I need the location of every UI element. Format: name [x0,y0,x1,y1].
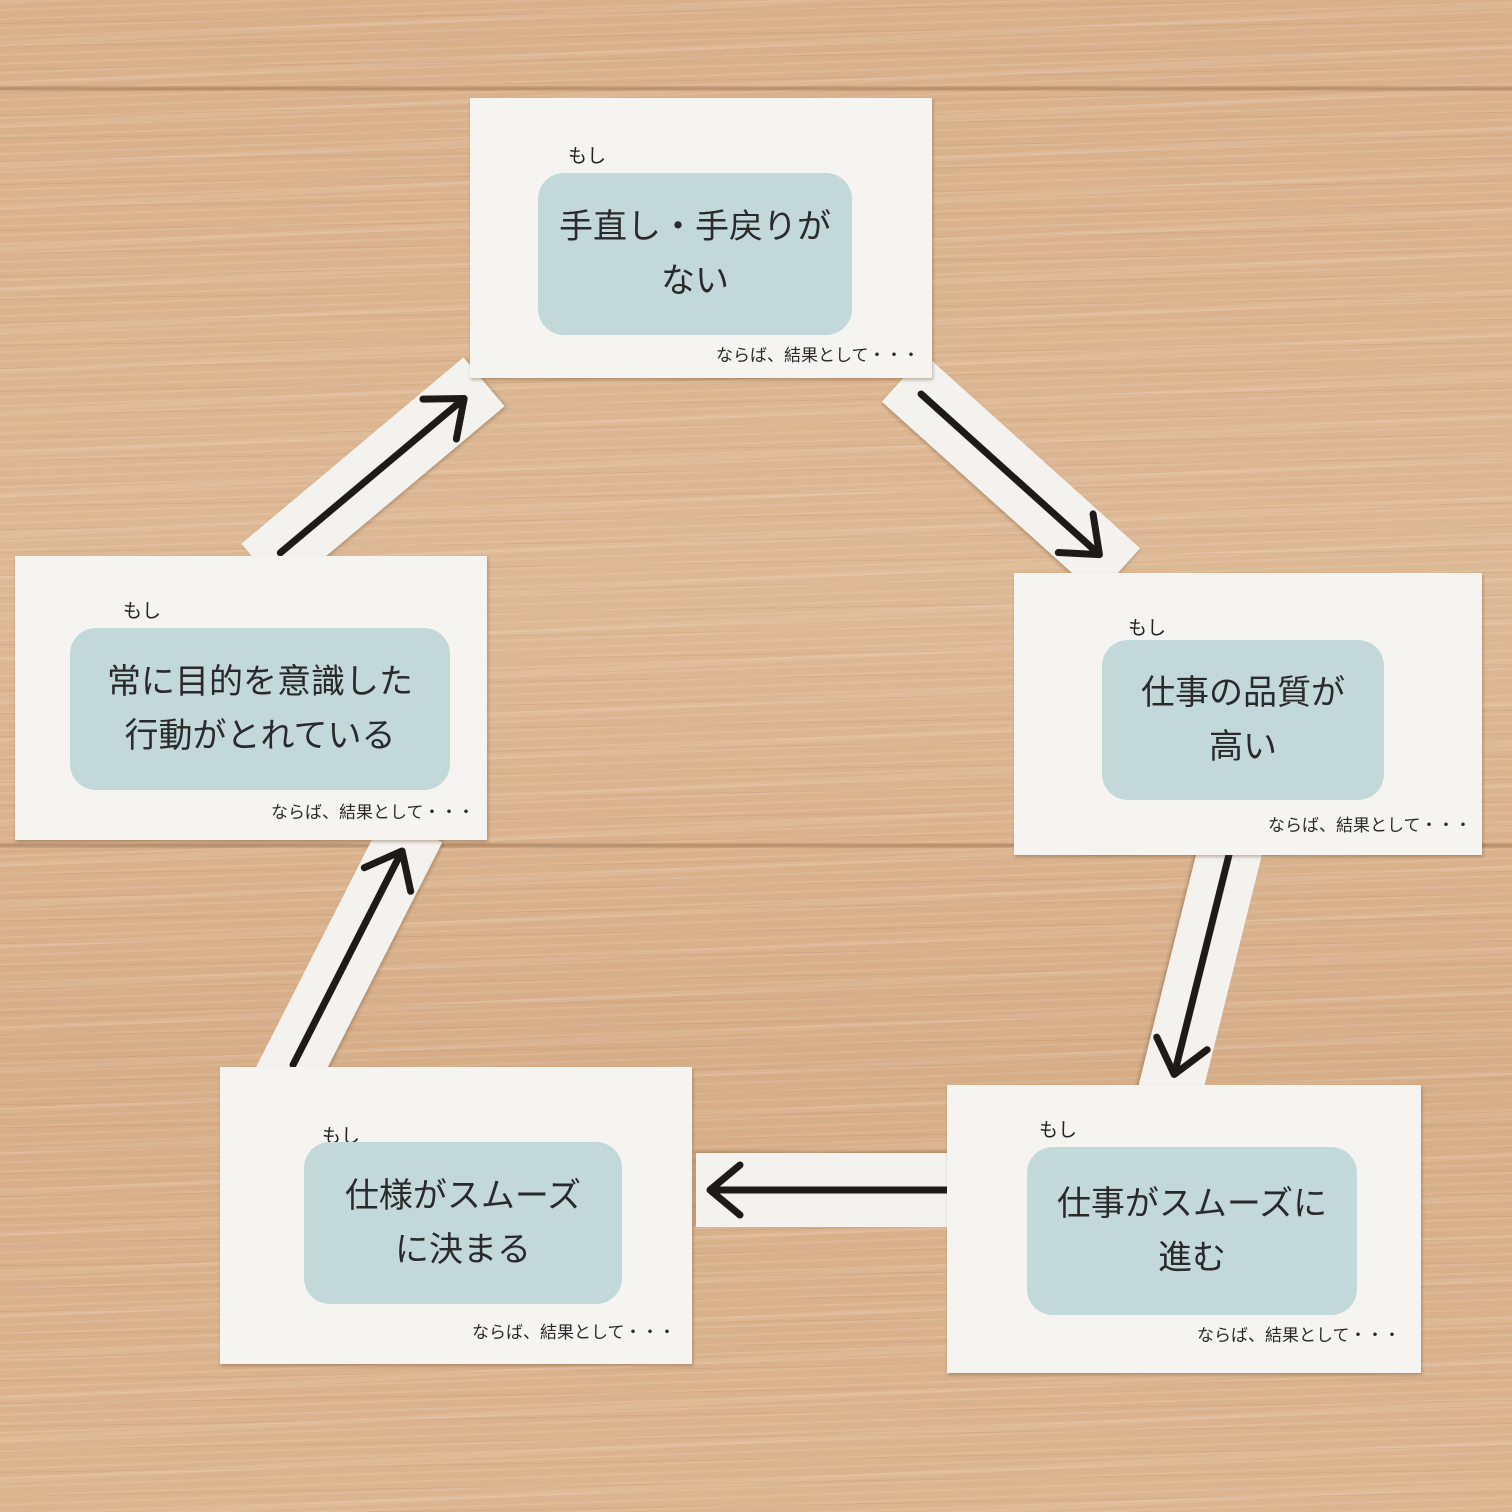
statement-line: 手直し・手戻りが [559,207,831,247]
statement-line: 仕事の品質が [1141,673,1345,713]
card-bottom-right: もし 仕事がスムーズに 進む ならば、結果として・・・ [947,1085,1421,1373]
card-left: もし 常に目的を意識した 行動がとれている ならば、結果として・・・ [15,556,487,840]
card-prefix: もし [322,1125,361,1147]
statement-line: 進む [1158,1238,1226,1278]
card-top: もし 手直し・手戻りが ない ならば、結果として・・・ [470,98,932,378]
arrow-strip-bottom-right-to-bottom-left [696,1153,952,1227]
card-statement: 仕様がスムーズ に決まる [304,1142,622,1304]
card-statement: 仕事の品質が 高い [1102,640,1384,800]
statement-line: 常に目的を意識した [107,662,413,702]
arrow-icon [1153,838,1236,1078]
statement-line: ない [661,261,729,301]
arrow-strip-bottom-left-to-left [253,813,443,1101]
statement-line: 仕様がスムーズ [344,1176,582,1216]
arrow-strip-top-to-right [881,354,1141,596]
arrow-icon [276,395,468,557]
card-statement: 手直し・手戻りが ない [538,173,852,335]
card-footer: ならば、結果として・・・ [271,803,475,823]
statement-line: 行動がとれている [124,716,396,756]
card-bottom-left: もし 仕様がスムーズ に決まる ならば、結果として・・・ [220,1067,692,1364]
arrow-strip-right-to-bottom-right [1136,810,1270,1108]
statement-line: 高い [1209,727,1277,767]
arrow-icon [289,847,415,1069]
floor-seam [0,86,1512,91]
floor-seam [0,843,1512,848]
card-footer: ならば、結果として・・・ [1197,1326,1401,1346]
card-statement: 常に目的を意識した 行動がとれている [70,628,450,790]
card-footer: ならば、結果として・・・ [472,1323,676,1343]
card-prefix: もし [568,145,607,167]
card-footer: ならば、結果として・・・ [1268,816,1472,836]
statement-line: 仕事がスムーズに [1056,1184,1328,1224]
statement-line: に決まる [395,1230,531,1270]
arrow-icon [706,1161,952,1219]
arrow-strip-left-to-top [241,357,505,593]
card-prefix: もし [1039,1119,1078,1141]
card-statement: 仕事がスムーズに 進む [1027,1147,1357,1315]
card-footer: ならば、結果として・・・ [716,346,920,366]
card-right: もし 仕事の品質が 高い ならば、結果として・・・ [1014,573,1482,855]
card-prefix: もし [123,600,162,622]
card-prefix: もし [1128,617,1167,639]
arrow-icon [917,390,1103,559]
